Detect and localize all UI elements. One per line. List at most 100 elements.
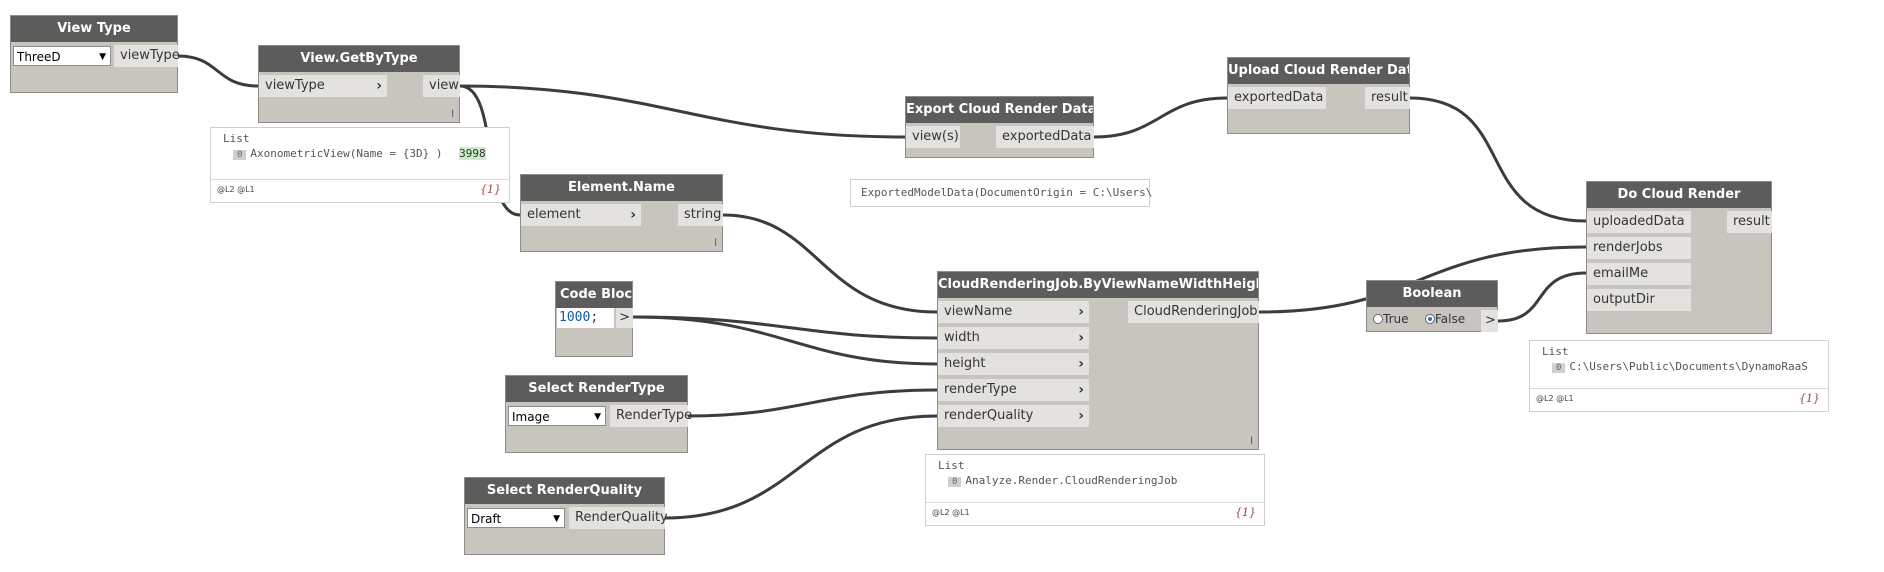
- preview-title: List: [938, 459, 965, 472]
- preview-index: 0: [1552, 363, 1566, 373]
- preview-value: ExportedModelData(DocumentOrigin = C:\Us…: [861, 186, 1153, 199]
- node-title: View.GetByType: [259, 46, 459, 72]
- output-port-rendertype[interactable]: RenderType: [610, 405, 692, 427]
- output-port-view[interactable]: view: [423, 75, 460, 97]
- input-port-viewtype[interactable]: viewType ›: [259, 75, 387, 97]
- list-levels: @L2 @L1: [932, 508, 970, 517]
- lacing-indicator[interactable]: l: [1250, 436, 1253, 447]
- code-editor[interactable]: 1000;: [557, 308, 614, 328]
- view-type-node[interactable]: View Type ThreeD ▼ viewType: [10, 15, 180, 93]
- false-radio-option[interactable]: False: [1425, 312, 1465, 326]
- node-title: Select RenderType: [506, 376, 687, 402]
- chevron-right-icon: ›: [1078, 304, 1084, 320]
- item-count: {1}: [1799, 392, 1820, 405]
- dropdown-value: Draft: [471, 512, 502, 526]
- element-id-link[interactable]: 3998: [459, 147, 486, 160]
- code-block-node[interactable]: Code Block 1000; >: [555, 281, 633, 357]
- preview-title: List: [223, 132, 250, 145]
- true-radio-option[interactable]: True: [1373, 312, 1409, 326]
- list-levels: @L2 @L1: [1536, 394, 1574, 403]
- preview-value: Analyze.Render.CloudRenderingJob: [965, 474, 1178, 487]
- lacing-indicator[interactable]: l: [451, 109, 454, 120]
- wire-code-height: [632, 315, 938, 366]
- chevron-right-icon: ›: [376, 78, 382, 94]
- upload-cloud-render-node[interactable]: Upload Cloud Render Data exportedData re…: [1227, 57, 1410, 134]
- port-label: width: [944, 330, 980, 345]
- wire-code-width: [632, 315, 938, 340]
- output-port-string[interactable]: string: [678, 204, 723, 226]
- preview-index: 0: [233, 150, 247, 160]
- output-port-cloudrenderingjob[interactable]: CloudRenderingJob: [1128, 301, 1259, 323]
- view-type-dropdown[interactable]: ThreeD ▼: [13, 46, 111, 66]
- code-suffix: ;: [590, 310, 599, 325]
- code-number: 1000: [559, 310, 591, 325]
- chevron-right-icon: ›: [630, 207, 636, 223]
- port-label: height: [944, 356, 986, 371]
- do-cloud-render-node[interactable]: Do Cloud Render uploadedData renderJobs …: [1586, 181, 1772, 334]
- port-label: viewName: [944, 304, 1013, 319]
- cloud-rendering-job-node[interactable]: CloudRenderingJob.ByViewNameWidthHeight …: [937, 271, 1259, 450]
- item-count: {1}: [480, 183, 501, 196]
- port-label: renderType: [944, 382, 1017, 397]
- output-port-viewtype[interactable]: viewType: [114, 45, 180, 67]
- chevron-right-icon: ›: [1078, 356, 1084, 372]
- output-port-boolean[interactable]: >: [1481, 310, 1498, 332]
- export-preview-bubble: ExportedModelData(DocumentOrigin = C:\Us…: [850, 179, 1153, 207]
- node-title: CloudRenderingJob.ByViewNameWidthHeight: [938, 272, 1258, 298]
- output-port-code[interactable]: >: [616, 308, 633, 328]
- node-title: Export Cloud Render Data: [906, 97, 1093, 123]
- wire-upload-do: [1409, 96, 1587, 223]
- port-label: viewType: [265, 78, 325, 93]
- wire-string-viewname: [722, 213, 938, 314]
- input-port-renderquality[interactable]: renderQuality ›: [938, 405, 1089, 427]
- chevron-down-icon: ▼: [99, 52, 106, 62]
- wire-export-upload: [1093, 96, 1228, 139]
- select-rendertype-node[interactable]: Select RenderType Image ▼ RenderType: [505, 375, 692, 453]
- chevron-down-icon: ▼: [553, 514, 560, 524]
- dropdown-value: Image: [512, 410, 550, 424]
- wire-viewtype: [177, 54, 259, 88]
- chevron-right-icon: ›: [1078, 330, 1084, 346]
- node-title: Boolean: [1367, 281, 1497, 307]
- input-port-rendertype[interactable]: renderType ›: [938, 379, 1089, 401]
- preview-footer: @L2 @L1 {1}: [1530, 388, 1828, 411]
- element-name-node[interactable]: Element.Name element › string l: [520, 174, 723, 252]
- output-port-result[interactable]: result: [1365, 87, 1410, 109]
- preview-footer: @L2 @L1 {1}: [211, 179, 509, 202]
- input-port-width[interactable]: width ›: [938, 327, 1089, 349]
- input-port-renderjobs[interactable]: renderJobs: [1587, 237, 1691, 259]
- output-port-exporteddata[interactable]: exportedData: [996, 126, 1094, 148]
- wire-view-export: [459, 84, 906, 139]
- item-count: {1}: [1235, 506, 1256, 519]
- rendertype-dropdown[interactable]: Image ▼: [508, 406, 606, 426]
- wire-renderquality: [664, 414, 938, 520]
- preview-value: AxonometricView(Name = {3D} ): [250, 147, 443, 160]
- radio-label: False: [1435, 312, 1466, 326]
- select-renderquality-node[interactable]: Select RenderQuality Draft ▼ RenderQuali…: [464, 477, 668, 555]
- input-port-height[interactable]: height ›: [938, 353, 1089, 375]
- input-port-uploadeddata[interactable]: uploadedData: [1587, 211, 1691, 233]
- input-port-emailme[interactable]: emailMe: [1587, 263, 1691, 285]
- node-title: View Type: [11, 16, 177, 42]
- list-levels: @L2 @L1: [217, 185, 255, 194]
- input-port-views[interactable]: view(s): [906, 126, 960, 148]
- preview-index: 0: [948, 477, 962, 487]
- renderquality-dropdown[interactable]: Draft ▼: [467, 508, 565, 528]
- input-port-viewname[interactable]: viewName ›: [938, 301, 1089, 323]
- view-getbytype-node[interactable]: View.GetByType viewType › view l: [258, 45, 460, 123]
- input-port-outputdir[interactable]: outputDir: [1587, 289, 1691, 311]
- preview-footer: @L2 @L1 {1}: [926, 502, 1264, 525]
- export-cloud-render-node[interactable]: Export Cloud Render Data view(s) exporte…: [905, 96, 1094, 158]
- input-port-element[interactable]: element ›: [521, 204, 641, 226]
- node-title: Upload Cloud Render Data: [1228, 58, 1409, 84]
- chevron-right-icon: ›: [1078, 382, 1084, 398]
- preview-title: List: [1542, 345, 1569, 358]
- output-port-renderquality[interactable]: RenderQuality: [569, 507, 668, 529]
- output-port-result[interactable]: result: [1727, 211, 1772, 233]
- input-port-exporteddata[interactable]: exportedData: [1228, 87, 1326, 109]
- lacing-indicator[interactable]: l: [714, 238, 717, 249]
- boolean-node[interactable]: Boolean True False >: [1366, 280, 1498, 332]
